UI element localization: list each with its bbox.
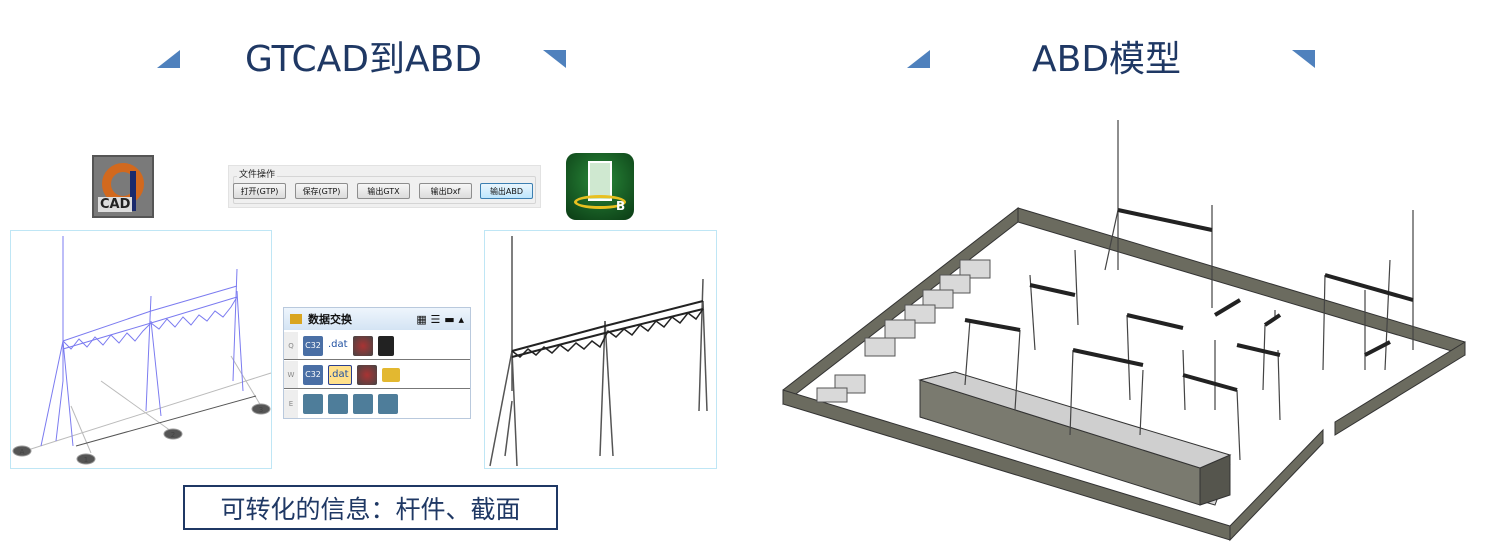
grid-label: 3	[259, 406, 263, 414]
export-gtx-button[interactable]: 输出GTX	[357, 183, 410, 199]
next-arrow-icon[interactable]	[1292, 50, 1315, 68]
gtcad-logo: CAD	[92, 155, 154, 218]
prev-arrow-icon[interactable]	[907, 50, 930, 68]
refresh-db-icon[interactable]	[378, 394, 398, 414]
save-gtp-button[interactable]: 保存(GTP)	[295, 183, 348, 199]
convertible-info-caption: 可转化的信息：杆件、截面	[183, 485, 558, 530]
network-icon[interactable]	[353, 335, 373, 356]
grid-label: 1	[84, 456, 88, 464]
c32-export-icon[interactable]: C32	[303, 364, 323, 385]
gtcad-model-view: A 1 2 3	[10, 230, 272, 469]
grid-label: 2	[171, 431, 175, 439]
view-options-icon[interactable]: ▦ ☰ ▬ ▴	[416, 312, 464, 326]
right-title: ABD模型	[1032, 39, 1182, 80]
export-abd-button[interactable]: 输出ABD	[480, 183, 533, 199]
left-title: GTCAD到ABD	[245, 39, 483, 80]
network-icon[interactable]	[357, 364, 377, 385]
toolbar-group-label: 文件操作	[237, 167, 278, 180]
folder-icon	[290, 314, 302, 324]
import-db-icon[interactable]	[303, 394, 323, 414]
grid-label: A	[20, 448, 25, 456]
save-disk-icon[interactable]	[378, 335, 394, 356]
dat-import-icon[interactable]: .dat	[328, 338, 348, 350]
dat-export-icon[interactable]: .dat	[328, 364, 352, 385]
file-operations-toolbar: 文件操作 打开(GTP) 保存(GTP) 输出GTX 输出Dxf 输出ABD	[228, 165, 541, 208]
export-dxf-button[interactable]: 输出Dxf	[419, 183, 472, 199]
abd-logo: B	[566, 153, 634, 220]
exchange-row-q: Q C32 .dat	[284, 332, 470, 360]
open-folder-icon[interactable]	[382, 367, 400, 382]
data-exchange-panel: 数据交换 ▦ ☰ ▬ ▴ Q C32 .dat W C32 .dat E	[283, 307, 471, 419]
prev-arrow-icon[interactable]	[157, 50, 180, 68]
substation-3d-model	[782, 120, 1466, 542]
open-gtp-button[interactable]: 打开(GTP)	[233, 183, 286, 199]
c32-import-icon[interactable]: C32	[303, 335, 323, 356]
exchange-row-w: W C32 .dat	[284, 361, 470, 389]
sync-db-icon[interactable]	[353, 394, 373, 414]
next-arrow-icon[interactable]	[543, 50, 566, 68]
panel-title: 数据交换	[308, 313, 352, 326]
export-db-icon[interactable]	[328, 394, 348, 414]
exchange-row-e: E	[284, 390, 470, 418]
abd-tower-view	[484, 230, 717, 469]
